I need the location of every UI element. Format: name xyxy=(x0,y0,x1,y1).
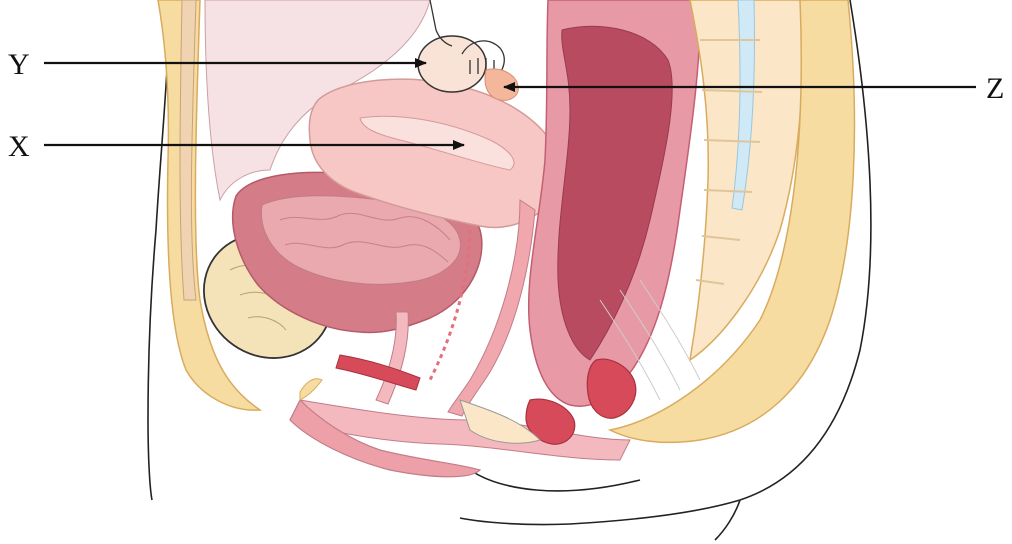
label-x-text: X xyxy=(8,130,30,163)
label-z-text: Z xyxy=(986,72,1004,105)
label-y-text: Y xyxy=(8,48,30,81)
ovary-and-tube xyxy=(418,0,518,100)
ovary xyxy=(418,36,486,92)
bulbospongiosus xyxy=(336,355,420,390)
rectum xyxy=(529,0,701,406)
